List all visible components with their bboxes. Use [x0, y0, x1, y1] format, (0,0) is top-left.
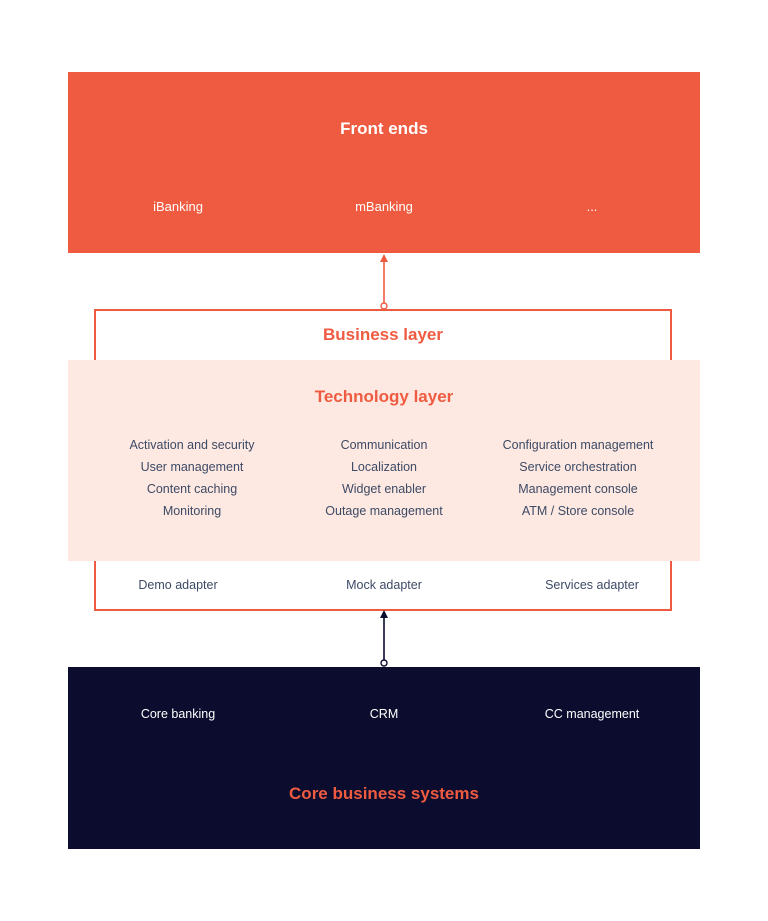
front-ends-title: Front ends: [340, 119, 428, 138]
core-business-systems-title: Core business systems: [289, 784, 479, 803]
core-item-crm: CRM: [369, 707, 399, 721]
core-item-core-banking: Core banking: [140, 707, 216, 721]
arrow-up-to-business-layer: [380, 610, 388, 667]
arrow-up-to-front-ends: [380, 254, 388, 310]
adapter-services: Services adapter: [545, 578, 639, 592]
tech-column-2: Communication Localization Widget enable…: [279, 434, 489, 522]
technology-layer-block: Technology layer Activation and security…: [68, 360, 700, 561]
front-end-item-ibanking: iBanking: [153, 199, 203, 214]
front-end-item-mbanking: mBanking: [355, 199, 413, 214]
tech-item: Localization: [350, 460, 417, 474]
tech-item: ATM / Store console: [521, 504, 635, 518]
tech-item: Service orchestration: [519, 460, 637, 474]
adapter-mock: Mock adapter: [346, 578, 422, 592]
front-end-item-more: ...: [586, 199, 598, 214]
tech-column-1: Activation and security User management …: [87, 434, 297, 522]
tech-item: Widget enabler: [341, 482, 427, 496]
core-business-systems-block: Core banking CRM CC management Core busi…: [68, 667, 700, 849]
tech-item: User management: [140, 460, 244, 474]
tech-item: Management console: [518, 482, 638, 496]
tech-item: Communication: [340, 438, 428, 452]
tech-item: Activation and security: [129, 438, 255, 452]
tech-item: Outage management: [325, 504, 443, 518]
tech-item: Content caching: [146, 482, 238, 496]
technology-layer-title: Technology layer: [314, 387, 454, 406]
business-layer-title: Business layer: [322, 325, 443, 344]
adapter-demo: Demo adapter: [138, 578, 218, 592]
front-ends-block: Front ends iBanking mBanking ...: [68, 72, 700, 253]
core-item-cc-management: CC management: [544, 707, 640, 721]
tech-item: Monitoring: [162, 504, 222, 518]
tech-column-3: Configuration management Service orchest…: [473, 434, 683, 522]
tech-item: Configuration management: [502, 438, 654, 452]
